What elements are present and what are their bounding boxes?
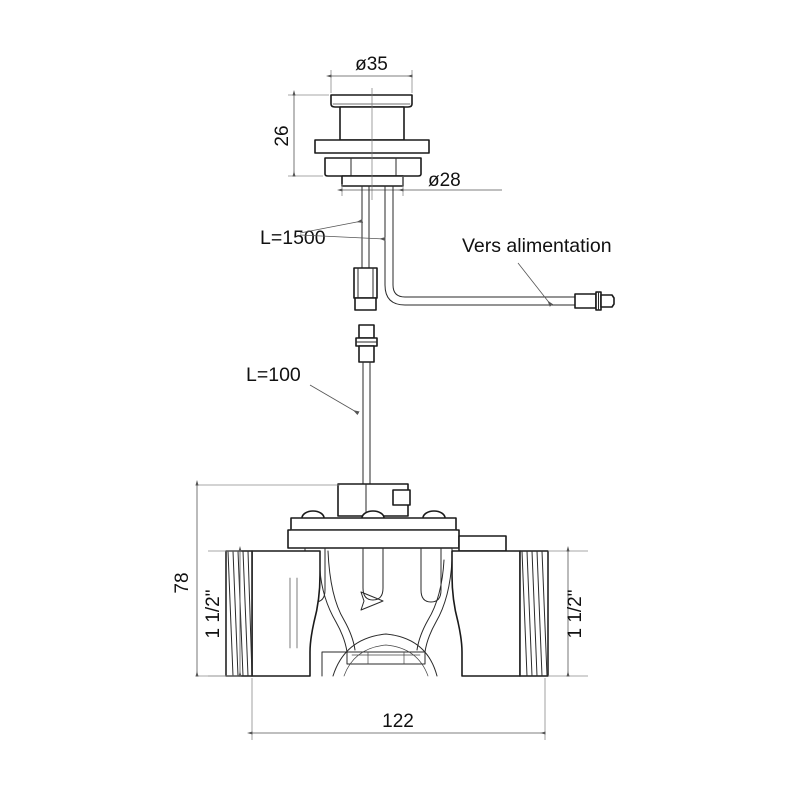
label-text-cable-long: L=1500 [260,227,326,249]
cable-right-edge2 [392,185,576,298]
dim-label-port-left: 1 1/2" [203,589,224,638]
sensor-terminal [353,267,378,311]
dim-label-body-height: 78 [172,572,193,593]
stem [341,175,404,187]
dim-label-top-diameter: ø35 [355,54,388,75]
top-head-assembly [314,88,430,200]
bonnet-posts [304,547,442,603]
label-text-supply: Vers alimentation [462,235,612,257]
short-cable-assembly [355,324,378,485]
valve-assembly [225,483,549,677]
dim-port-left: 1 1/2" [203,545,242,677]
label-cable-long: L=1500 [260,218,386,249]
lock-nut [324,157,422,177]
dim-label-body-length: 122 [382,711,414,732]
label-cable-short: L=100 [246,364,360,416]
cable-right-edge1 [384,185,576,306]
dim-body-length: 122 [246,678,546,740]
label-text-cable-short: L=100 [246,364,301,386]
valve-body [251,550,521,677]
label-supply: Vers alimentation [462,235,612,307]
power-connector [574,291,615,311]
right-threaded-port [519,550,549,677]
dim-body-height: 78 [172,479,340,677]
dim-label-port-right: 1 1/2" [565,589,586,638]
top-cap [330,94,413,108]
dim-top-diameter: ø35 [325,54,413,93]
dim-label-head-height: 26 [272,125,293,146]
dim-port-right: 1 1/2" [548,545,588,677]
dim-label-stem-diameter: ø28 [428,170,461,191]
cable-assembly [353,185,615,311]
dim-stem-diameter: ø28 [336,170,502,196]
flow-direction-arrow [360,591,384,611]
solenoid-coil [337,483,411,517]
left-threaded-port [225,550,253,677]
dim-head-height: 26 [272,89,329,177]
inline-connector [355,324,378,363]
valve-bonnet [287,510,460,549]
